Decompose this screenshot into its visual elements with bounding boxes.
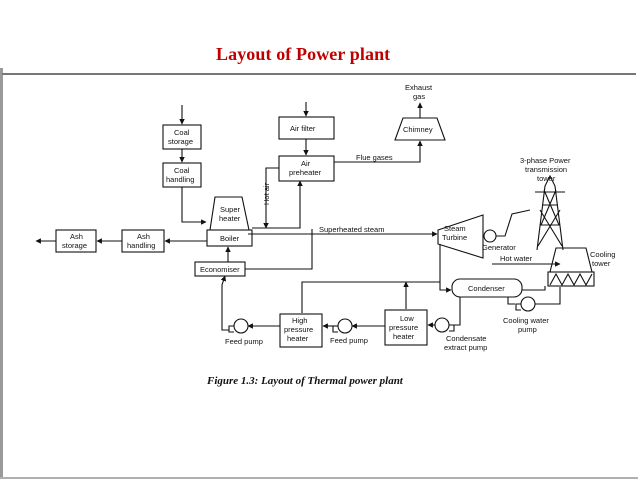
slide-title: Layout of Power plant [216,44,391,64]
label-cooling-water: Cooling water [503,316,549,325]
label-extract-pump: extract pump [444,343,487,352]
label-boiler: Boiler [220,234,240,243]
low-pressure-heater-box [384,309,428,346]
feed-pump-1-icon [228,318,249,334]
label-cooling: Cooling [590,250,615,259]
label-flue-gases: Flue gases [356,153,393,162]
label-low: Low [400,314,414,323]
label-tower: tower [592,259,611,268]
label-ash-storage-2: storage [62,241,87,250]
cooling-tower-fill [547,271,595,287]
label-superheated-steam: Superheated steam [319,225,384,234]
label-condenser: Condenser [468,284,505,293]
label-exhaust: Exhaust [405,83,433,92]
steam-turbine-shape [437,214,484,259]
label-high: High [292,316,307,325]
label-feed-pump-1: Feed pump [225,337,263,346]
label-power-2: transmission [525,165,567,174]
chimney-shape [394,117,446,141]
cooling-water-pump-icon [515,296,536,312]
flow-lines [35,102,561,331]
figure-caption: Figure 1.3: Layout of Thermal power plan… [206,375,404,387]
label-ash-handling-2: handling [127,241,155,250]
label-turbine: Turbine [442,233,467,242]
label-coal-storage-2: storage [168,137,193,146]
bottom-divider [0,477,638,479]
transmission-tower-shape [535,174,565,251]
label-steam: Steam [444,224,466,233]
label-coal-storage-1: Coal [174,128,190,137]
generator-shape [483,229,497,243]
left-accent-line [0,68,3,479]
label-hot-air: Hot air [262,182,271,205]
label-super: Super [220,205,241,214]
label-air-filter: Air filter [290,124,316,133]
boiler-box [206,229,253,247]
label-chimney: Chimney [403,125,433,134]
label-hot-water: Hot water [500,254,533,263]
label-preheater: preheater [289,168,322,177]
condenser-box [451,278,523,298]
label-ash-storage-1: Ash [70,232,83,241]
label-economiser: Economiser [200,265,240,274]
label-coal-handling-2: handling [166,175,194,184]
label-heater-high: heater [287,334,309,343]
label-power-3: tower [537,174,556,183]
label-generator: Generator [482,243,516,252]
label-feed-pump-2: Feed pump [330,336,368,345]
superheater-shape [209,196,250,231]
label-pressure-low: pressure [389,323,418,332]
label-condensate: Condensate [446,334,486,343]
label-heater-low: heater [393,332,415,341]
label-heater: heater [219,214,241,223]
cooling-tower-shape [549,247,593,273]
label-gas: gas [413,92,425,101]
label-pressure-high: pressure [284,325,313,334]
label-coal-handling-1: Coal [174,166,190,175]
label-air: Air [301,159,311,168]
title-divider [2,73,636,75]
label-ash-handling-1: Ash [137,232,150,241]
label-pump: pump [518,325,537,334]
high-pressure-heater-box [279,313,323,348]
cooling-tower-hatch [549,272,593,287]
label-power-1: 3-phase Power [520,156,571,165]
